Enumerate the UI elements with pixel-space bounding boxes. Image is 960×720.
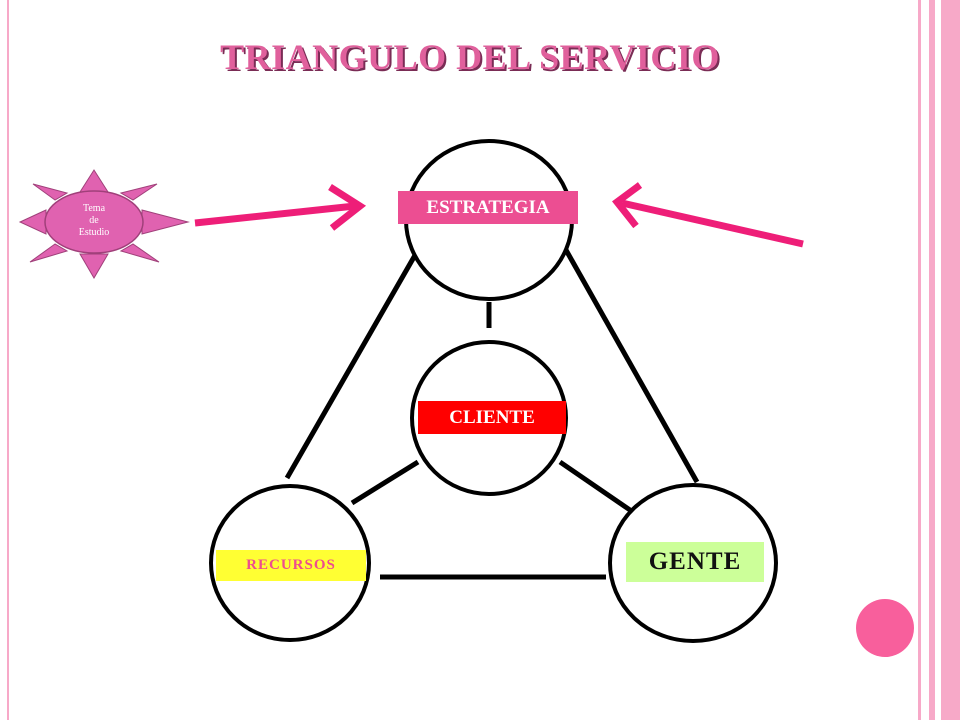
decorative-dot — [856, 599, 914, 657]
cliente-label: CLIENTE — [418, 401, 566, 434]
arrow-left-icon — [194, 184, 367, 231]
connector-cliente-gente — [558, 459, 632, 513]
connector-estrategia-recursos — [284, 248, 421, 480]
badge-line-1: Tema — [82, 203, 106, 214]
gente-label: GENTE — [626, 542, 764, 582]
connector-estrategia-gente — [563, 248, 700, 484]
arrow-right-icon — [612, 182, 804, 248]
right-decorative-stripes — [918, 0, 960, 720]
sun-badge-icon — [18, 169, 190, 279]
recursos-label: RECURSOS — [216, 550, 366, 581]
badge-text: Tema de Estudio — [62, 203, 126, 239]
badge-line-3: Estudio — [78, 227, 110, 238]
badge-line-2: de — [89, 215, 99, 226]
estrategia-label: ESTRATEGIA — [398, 191, 578, 224]
connector-cliente-recursos — [350, 459, 420, 506]
slide-title: TRIANGULO DEL SERVICIO — [220, 37, 720, 77]
